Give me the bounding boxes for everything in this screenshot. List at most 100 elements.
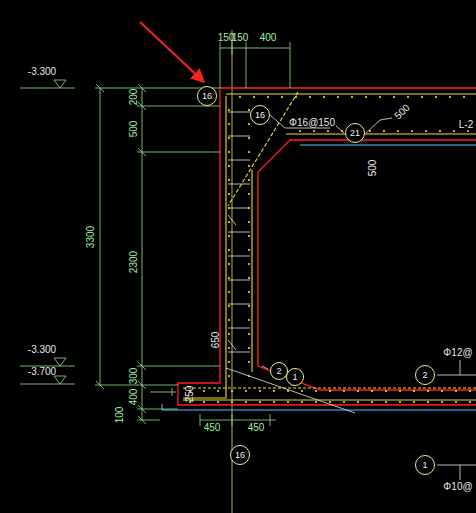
rebar-dot [248,249,250,251]
stirrup [228,112,250,113]
callout-number: 16 [250,105,270,125]
rebar-dot [441,390,443,392]
rebar-dot [301,401,303,403]
rebar-dot [248,361,250,363]
rebar-dot [228,305,230,307]
rebar-dot [248,235,250,237]
rebar-dot [301,390,303,392]
level-mark: -3.700 [28,367,56,377]
rebar-dot [253,96,255,98]
dimension: 450 [204,423,221,433]
rebar-dot [337,96,339,98]
rebar-dot [245,401,247,403]
rebar-dot [248,179,250,181]
axis-bubble: 16 [197,86,217,106]
rebar-dot [315,390,317,392]
rebar-dot [327,130,329,132]
rebar-dot [455,390,457,392]
callout-text: 16 [202,92,212,101]
rebar-dot [413,401,415,403]
rebar-dot [248,137,250,139]
rebar-dot [421,96,423,98]
rebar-dot [425,130,427,132]
stirrup [228,160,250,161]
rebar-dot [231,401,233,403]
rebar-dot [323,96,325,98]
rebar-dot [329,401,331,403]
callout-number: 2 [415,365,435,385]
dimension: 200 [129,89,139,106]
rebar-dot [351,96,353,98]
stirrup [228,232,250,233]
rebar-dot [467,130,469,132]
rebar-dots [189,96,471,403]
rebar-dot [228,109,230,111]
rebar-dot [371,401,373,403]
dimension: 500 [393,103,412,122]
axis-line [232,30,233,513]
rebar-dot [453,130,455,132]
rebar-dot [407,96,409,98]
dimension: 500 [129,121,139,138]
rebar-dot [281,96,283,98]
rebar-dot [248,305,250,307]
stirrup [228,208,250,209]
rebar-dot [309,96,311,98]
cushion-line [162,410,476,411]
rebar-dot [203,401,205,403]
level-mark: -3.300 [28,67,56,77]
rebar-dot [273,390,275,392]
rebar-dot [393,96,395,98]
rebar-dot [259,390,261,392]
rebar-dot [439,130,441,132]
stirrup [228,136,250,137]
rebar-dot [248,277,250,279]
rebar-dot [228,333,230,335]
rebar-spec: Φ16@150 [289,118,335,128]
rebar-dot [248,333,250,335]
rebar-dot [399,401,401,403]
dimension: 650 [211,332,221,349]
dimension: 100 [115,407,125,424]
callout-text: 1 [422,461,427,470]
rebar-dot [248,151,250,153]
rebar-dot [228,151,230,153]
callout-text: 1 [292,373,297,382]
rebar-spec: Φ12@ [443,348,472,358]
rebar [183,92,476,413]
member-name: L-2 [459,120,473,130]
rebar-dot [228,207,230,209]
rebar-dot [267,96,269,98]
rebar-dot [427,390,429,392]
rebar-dot [228,137,230,139]
rebar-dot [469,390,471,392]
callout-text: 16 [255,111,265,120]
rebar-dot [248,347,250,349]
rebar-dot [248,193,250,195]
callout-number: 1 [286,368,304,386]
dimension: 3300 [86,226,96,248]
rebar-dot [228,123,230,125]
rebar-dot [248,291,250,293]
rebar-dot [427,401,429,403]
rebar-dot [463,96,465,98]
rebar-dot [228,235,230,237]
level-mark: -3.300 [28,345,56,355]
callout-number: 21 [345,123,365,143]
rebar-dot [228,193,230,195]
rebar-dot [228,361,230,363]
beam-line [300,145,476,146]
stirrup [228,280,250,281]
stirrup [228,352,250,353]
pointer-arrow [140,22,204,82]
rebar-dot [441,401,443,403]
dimension: 450 [248,423,265,433]
rebar-dot [259,401,261,403]
rebar-dot [248,221,250,223]
rebar-dot [228,319,230,321]
rebar-dot [315,401,317,403]
rebar-dot [397,130,399,132]
dimension: 400 [129,389,139,406]
stirrup [228,256,250,257]
rebar-spec: Φ10@ [443,482,472,492]
